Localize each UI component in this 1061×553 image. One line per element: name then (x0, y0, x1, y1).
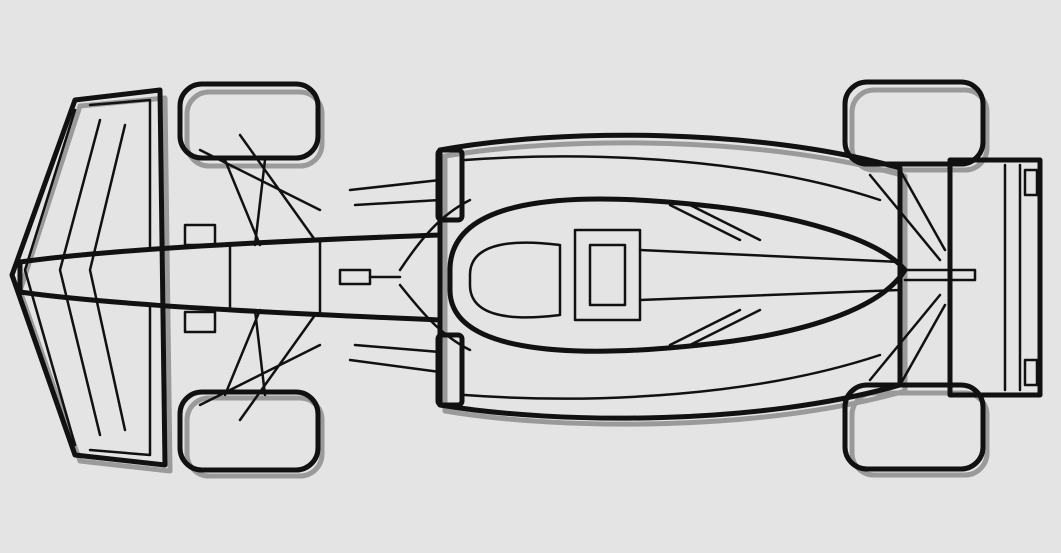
nose (17, 232, 443, 323)
rear-suspension (868, 168, 977, 387)
front-left-tire (177, 81, 321, 161)
front-suspension (183, 133, 322, 422)
rear-right-tire (842, 382, 986, 472)
front-wing (9, 87, 168, 468)
rear-wing (947, 157, 1043, 398)
body (348, 132, 908, 421)
front-right-tire (177, 389, 321, 473)
rear-left-tire (842, 79, 986, 167)
